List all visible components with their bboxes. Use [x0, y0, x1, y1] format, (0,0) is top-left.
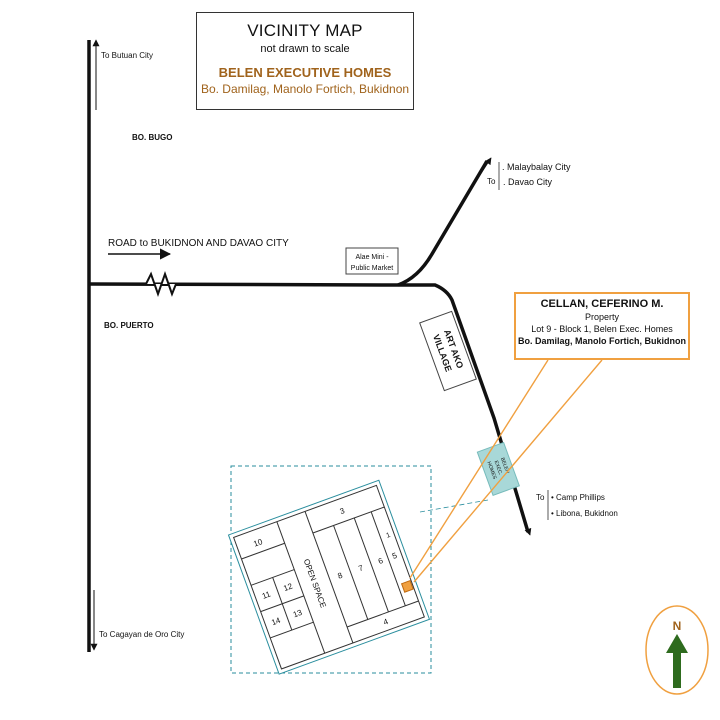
label-camp-phillips: • Camp Phillips — [551, 493, 605, 502]
lot-13: 13 — [292, 608, 304, 620]
market-box — [345, 247, 399, 275]
label-to-butuan: To Butuan City — [101, 51, 153, 60]
property-lot-marker — [400, 580, 414, 593]
main-road — [88, 282, 530, 533]
property-type: Property — [584, 312, 619, 322]
property-lot: Lot 9 - Block 1, Belen Exec. Homes — [531, 324, 673, 334]
branch-road — [397, 160, 489, 287]
property-address: Bo. Damilag, Manolo Fortich, Bukidnon — [518, 336, 686, 346]
lot-4: 4 — [382, 617, 390, 627]
subdivision-location: Bo. Damilag, Manolo Fortich, Bukidnon — [200, 82, 410, 96]
detail-box — [230, 465, 432, 674]
arrow-malaybalay — [469, 157, 492, 191]
lot-plan: 10 11 12 14 13 3 8 7 6 5 1 4 OPEN SPACE — [227, 479, 431, 675]
road-resistor-symbol — [136, 270, 186, 298]
lot-1: 1 — [385, 532, 391, 540]
market-label-1: Alae Mini - — [355, 254, 389, 261]
map-subtitle: not drawn to scale — [260, 43, 350, 55]
north-label: N — [673, 619, 682, 633]
lot-6: 6 — [377, 556, 385, 566]
label-to-1: To — [487, 177, 496, 186]
label-malaybalay: . Malaybalay City — [502, 162, 571, 172]
property-owner: CELLAN, CEFERINO M. — [540, 298, 664, 310]
lot-3: 3 — [339, 506, 347, 516]
lot-8: 8 — [337, 571, 345, 581]
north-arrow-icon — [666, 634, 688, 688]
belen-sign-label-1: BELEN — [499, 457, 510, 475]
belen-sign-label-2: EXEC. — [493, 460, 504, 476]
artako-sign — [419, 310, 477, 392]
leader-line-1 — [409, 359, 549, 579]
detail-connector — [419, 499, 489, 513]
lot-12: 12 — [282, 581, 294, 593]
label-libona: • Libona, Bukidnon — [551, 509, 618, 518]
label-to-cagayan: To Cagayan de Oro City — [99, 630, 184, 639]
label-bo-puerto: BO. PUERTO — [104, 321, 154, 330]
lot-5: 5 — [391, 551, 399, 561]
label-davao: . Davao City — [503, 177, 553, 187]
arrow-camp-phillips — [511, 482, 532, 536]
lot-10: 10 — [252, 537, 264, 549]
title-box: VICINITY MAP not drawn to scale BELEN EX… — [196, 12, 414, 110]
lot-11: 11 — [261, 589, 272, 600]
leader-line-2 — [413, 359, 603, 583]
lot-14: 14 — [270, 616, 282, 628]
subdivision-name: BELEN EXECUTIVE HOMES — [218, 65, 392, 80]
label-to-2: To — [536, 493, 545, 502]
label-road: ROAD to BUKIDNON AND DAVAO CITY — [108, 238, 289, 249]
lot-7: 7 — [357, 563, 365, 573]
map-title: VICINITY MAP — [247, 21, 363, 40]
property-box: CELLAN, CEFERINO M. Property Lot 9 - Blo… — [514, 292, 690, 360]
label-bo-bugo: BO. BUGO — [132, 133, 172, 142]
market-label-2: Public Market — [351, 265, 393, 272]
